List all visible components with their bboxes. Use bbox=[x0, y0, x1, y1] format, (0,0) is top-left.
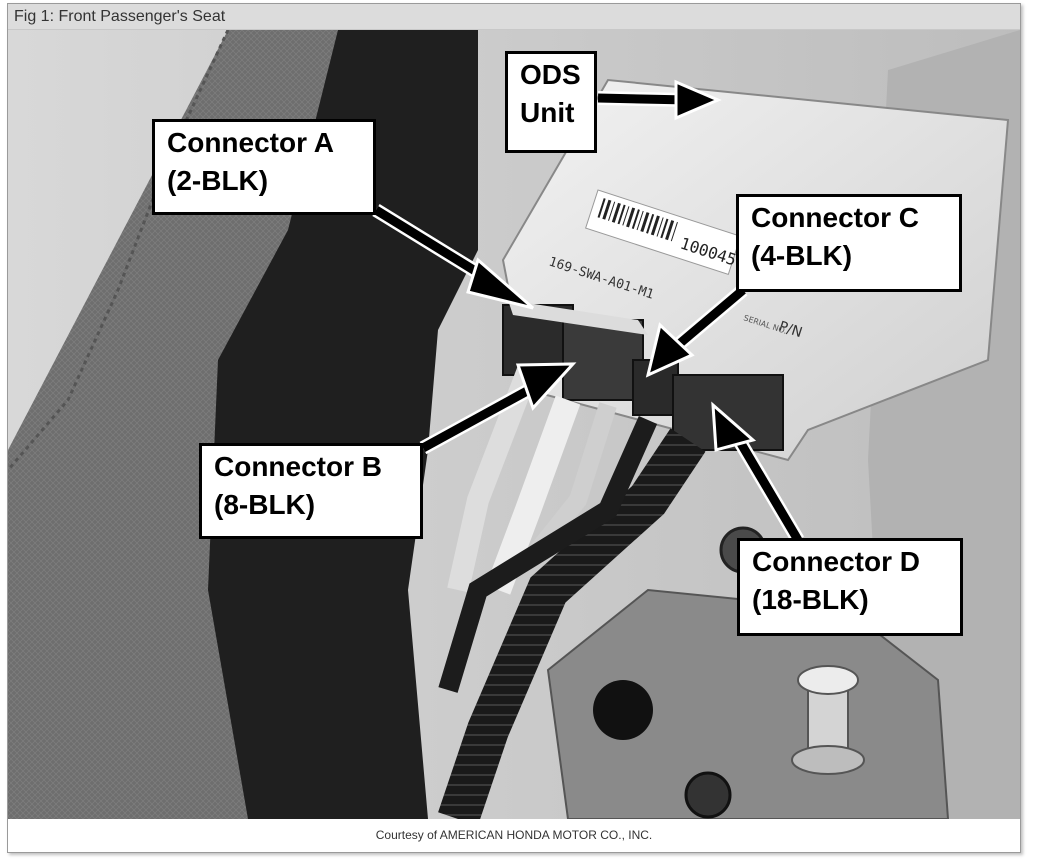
callout-ods-line2: Unit bbox=[520, 97, 575, 128]
arrow-connector-b bbox=[419, 362, 577, 455]
callout-connector-b-line1: Connector B bbox=[214, 451, 382, 482]
callout-connector-d-line1: Connector D bbox=[752, 546, 920, 577]
callout-connector-b-line2: (8-BLK) bbox=[214, 489, 316, 520]
arrow-connector-c bbox=[645, 284, 748, 378]
callout-connector-a: Connector A (2-BLK) bbox=[152, 119, 376, 215]
wire-bundle bbox=[438, 366, 706, 819]
callout-connector-c-line2: (4-BLK) bbox=[751, 240, 853, 271]
figure-credit: Courtesy of AMERICAN HONDA MOTOR CO., IN… bbox=[8, 819, 1020, 852]
arrow-ods bbox=[597, 79, 722, 121]
arrow-connector-d bbox=[711, 401, 805, 544]
callout-connector-b: Connector B (8-BLK) bbox=[199, 443, 423, 539]
photo-illustration: 100045 169-SWA-A01-M1 P/N SERIAL NO. bbox=[8, 30, 1020, 819]
stud-bolt bbox=[791, 665, 865, 775]
callout-connector-a-line1: Connector A bbox=[167, 127, 334, 158]
callout-ods-unit: ODS Unit bbox=[505, 51, 597, 153]
arrow-connector-a bbox=[372, 204, 534, 310]
callout-connector-c: Connector C (4-BLK) bbox=[736, 194, 962, 292]
bracket-hole bbox=[593, 680, 653, 740]
seat-photo: 100045 169-SWA-A01-M1 P/N SERIAL NO. bbox=[8, 30, 1020, 819]
callout-connector-d-line2: (18-BLK) bbox=[752, 584, 869, 615]
unit-barcode-label: 100045 bbox=[585, 189, 742, 276]
callout-connector-a-line2: (2-BLK) bbox=[167, 165, 269, 196]
callout-connector-c-line1: Connector C bbox=[751, 202, 919, 233]
callout-connector-d: Connector D (18-BLK) bbox=[737, 538, 963, 636]
unit-pn-prefix: P/N bbox=[777, 319, 804, 342]
figure-caption: Fig 1: Front Passenger's Seat bbox=[8, 4, 1020, 30]
callout-ods-line1: ODS bbox=[520, 59, 581, 90]
figure-frame: Fig 1: Front Passenger's Seat bbox=[7, 3, 1021, 853]
pn-prefix-text: P/N bbox=[777, 319, 804, 342]
callout-arrows bbox=[372, 79, 805, 544]
